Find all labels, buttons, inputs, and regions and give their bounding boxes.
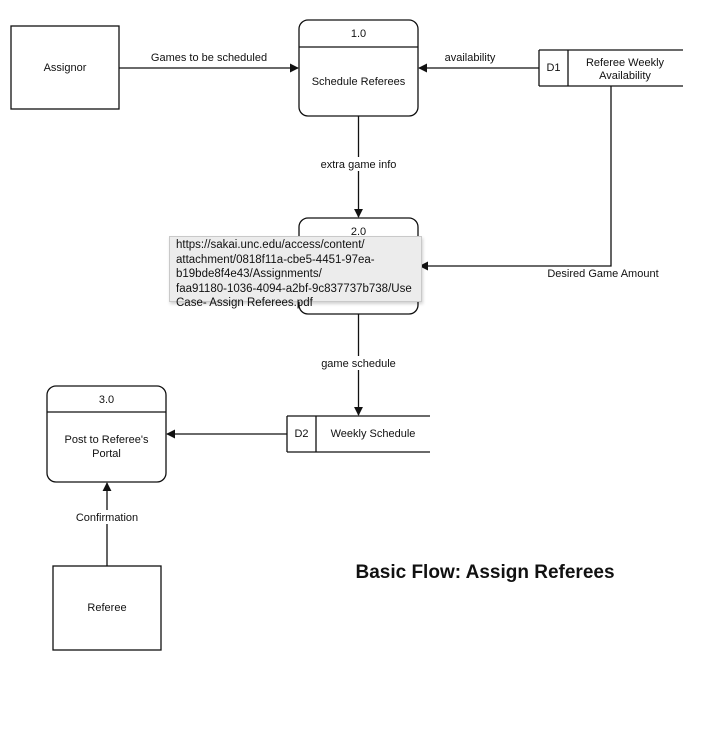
- process-3-number: 3.0: [99, 394, 114, 406]
- process-1-number: 1.0: [351, 28, 366, 40]
- diagram-title: Basic Flow: Assign Referees: [355, 562, 614, 583]
- data-store-d2-id: D2: [294, 428, 308, 440]
- flow-extra-game-info-label: extra game info: [321, 159, 397, 171]
- process-2-number: 2.0: [351, 226, 366, 238]
- flow-extra-game-info: extra game info: [318, 116, 400, 218]
- data-store-d2-name: Weekly Schedule: [331, 428, 416, 440]
- flow-confirmation-label: Confirmation: [76, 512, 138, 524]
- flow-games-to-be-scheduled-label: Games to be scheduled: [151, 52, 267, 64]
- process-1-name: Schedule Referees: [312, 76, 406, 88]
- process-3-name-line1: Post to Referee's: [64, 434, 149, 446]
- flow-availability-label: availability: [445, 52, 496, 64]
- referee-label: Referee: [87, 602, 126, 614]
- process-3-name-line2: Portal: [92, 448, 121, 460]
- url-tooltip: https://sakai.unc.edu/access/content/ at…: [169, 236, 422, 309]
- data-store-d1-name-line1: Referee Weekly: [586, 57, 665, 69]
- assignor-entity[interactable]: Assignor: [10, 25, 120, 110]
- data-store-d1-id: D1: [546, 62, 560, 74]
- assignor-label: Assignor: [44, 62, 87, 74]
- data-store-d1-name-line2: Availability: [599, 70, 651, 82]
- referee-entity[interactable]: Referee: [52, 565, 162, 651]
- data-store-d2[interactable]: D2 Weekly Schedule: [286, 415, 430, 453]
- flow-game-schedule: game schedule: [319, 314, 399, 416]
- data-store-d1[interactable]: D1 Referee Weekly Availability: [538, 49, 683, 87]
- flow-availability: availability: [418, 52, 539, 73]
- process-1-schedule-referees[interactable]: 1.0 Schedule Referees: [298, 19, 419, 117]
- process-3-post-to-referee-portal[interactable]: 3.0 Post to Referee's Portal: [46, 385, 167, 483]
- flow-games-to-be-scheduled: Games to be scheduled: [119, 52, 299, 73]
- flow-confirmation: Confirmation: [73, 482, 141, 566]
- flow-desired-game-amount: Desired Game Amount: [419, 86, 659, 280]
- flow-game-schedule-label: game schedule: [321, 358, 396, 370]
- flow-desired-game-amount-label: Desired Game Amount: [547, 268, 658, 280]
